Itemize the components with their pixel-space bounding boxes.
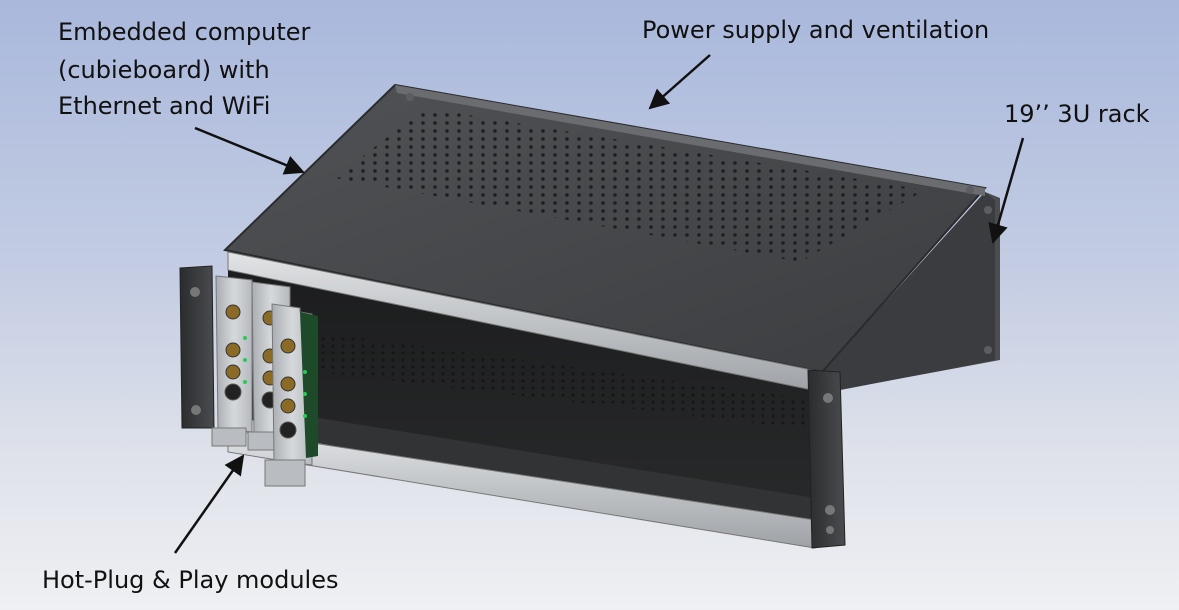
- rack-ear-hole: [825, 505, 835, 515]
- chassis-top-lip: [395, 85, 985, 196]
- module-1: [211, 275, 253, 447]
- rack-ear-hole: [191, 405, 201, 415]
- rack-ear-hole: [190, 287, 200, 297]
- arrow-embedded: [194, 126, 305, 175]
- right-rack-ear: [807, 369, 846, 549]
- chassis-screw: [984, 206, 992, 214]
- label-embedded-line1: Embedded computer: [58, 18, 311, 46]
- chassis-screw: [406, 93, 414, 101]
- rack-ear-hole: [823, 393, 833, 403]
- chassis-screw: [984, 346, 992, 354]
- label-rack: 19’’ 3U rack: [1004, 100, 1150, 128]
- ventilation-grid: [335, 108, 925, 262]
- chassis-side-face: [822, 192, 995, 392]
- interior-back-vent: [300, 330, 815, 430]
- label-power: Power supply and ventilation: [642, 16, 990, 44]
- label-embedded-line3: Ethernet and WiFi: [58, 92, 271, 120]
- arrow-rack: [988, 137, 1025, 244]
- label-modules: Hot-Plug & Play modules: [42, 566, 339, 594]
- label-embedded-line2: (cubieboard) with: [58, 56, 270, 84]
- chassis-interior: [228, 252, 822, 545]
- arrow-modules: [173, 454, 245, 554]
- chassis-screw: [966, 186, 974, 194]
- module-3: [264, 303, 318, 487]
- arrow-power: [648, 54, 711, 110]
- rack-ear-hole: [826, 526, 834, 534]
